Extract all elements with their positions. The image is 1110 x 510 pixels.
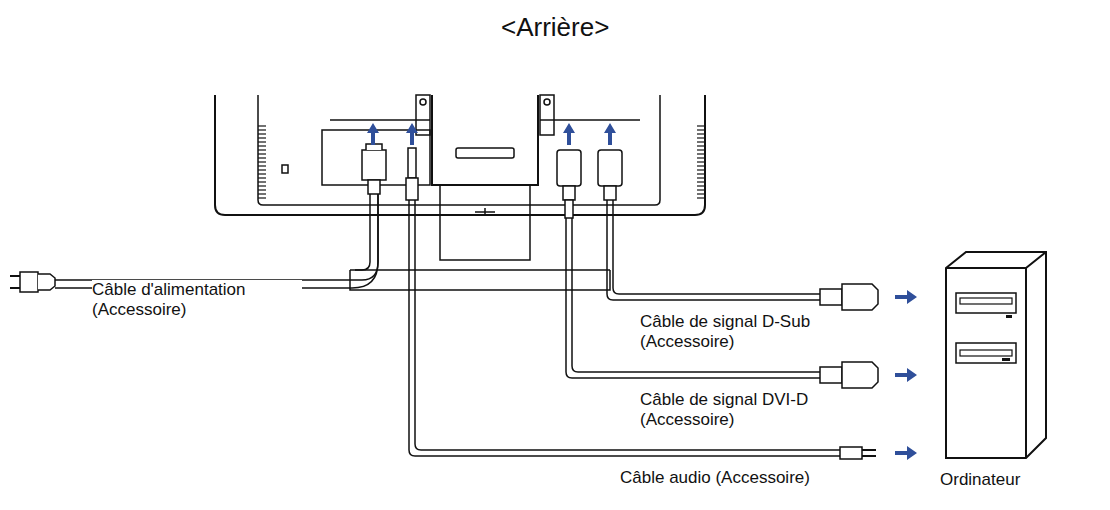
computer-icon bbox=[938, 248, 1054, 463]
computer-node: Ordinateur bbox=[938, 248, 1054, 506]
cable-label: Câble d'alimentation (Accessoire) bbox=[92, 280, 302, 320]
cable-label: Câble de signal DVI-D (Accessoire) bbox=[640, 390, 885, 430]
title: <Arrière> bbox=[501, 12, 609, 42]
cable-label: Câble de signal D-Sub (Accessoire) bbox=[640, 312, 885, 352]
node-label: Ordinateur bbox=[940, 470, 1020, 490]
cable-label: Câble audio (Accessoire) bbox=[620, 468, 810, 488]
